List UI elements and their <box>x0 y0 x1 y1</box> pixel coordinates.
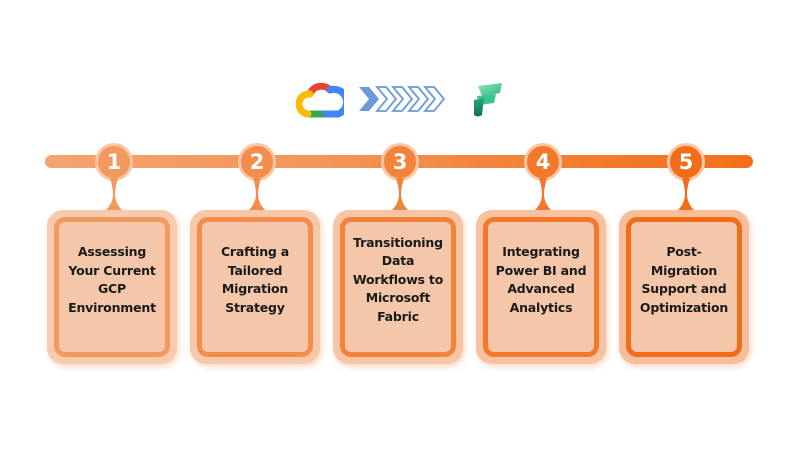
step-title-line: Crafting a <box>220 244 290 259</box>
step-title-line: Analytics <box>509 299 573 315</box>
step-title-line: Environment <box>68 299 156 315</box>
step-title-line: Fabric <box>377 308 419 324</box>
step-title-line: Post- <box>666 244 702 259</box>
step-title-line: Migration <box>650 262 718 278</box>
step-number-node: 1 <box>95 143 133 181</box>
step-connector <box>247 178 267 212</box>
step-title-line: Microsoft <box>365 290 431 306</box>
step-title-line: Optimization <box>639 299 729 315</box>
step-number-node: 5 <box>667 143 705 181</box>
step-title-line: Strategy <box>225 299 285 315</box>
google-cloud-logo-icon <box>296 82 344 118</box>
step-title-line: Transitioning <box>353 234 443 250</box>
step-title-line: Integrating <box>502 244 580 259</box>
step-title-line: Tailored <box>227 262 283 278</box>
migration-chevrons-icon <box>359 86 446 112</box>
step-number-node: 2 <box>238 143 276 181</box>
step-number-node: 4 <box>524 143 562 181</box>
step-title-line: Workflows to <box>352 271 444 287</box>
step-title-line: Migration <box>221 281 289 296</box>
step-title-line: Your Current <box>68 262 156 278</box>
step-title-line: Advanced <box>507 281 575 296</box>
step-title-line: Data <box>381 253 415 269</box>
header-logos <box>0 78 800 122</box>
step-connector <box>390 178 410 212</box>
step-title-line: GCP <box>97 281 126 296</box>
step-title-line: Support and <box>641 281 727 296</box>
step-connector <box>533 178 553 212</box>
step-connector <box>104 178 124 212</box>
step-connector <box>676 178 696 212</box>
step-title-line: Assessing <box>77 244 147 259</box>
step-number-node: 3 <box>381 143 419 181</box>
microsoft-fabric-logo-icon <box>474 83 502 117</box>
step-title-line: Power BI and <box>495 262 587 278</box>
